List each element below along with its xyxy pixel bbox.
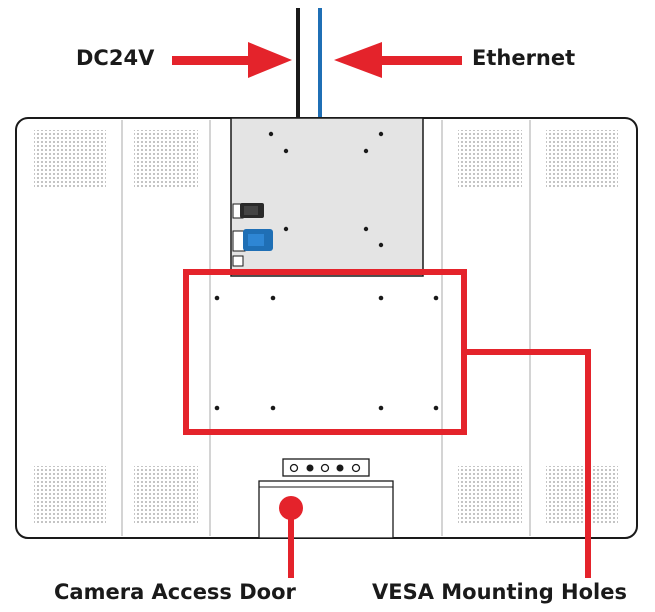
vent-grilles [34, 130, 618, 524]
io-panel-screws [268, 131, 384, 248]
vesa-leader-line [464, 349, 591, 578]
dc-power-arrow [172, 42, 292, 78]
round-button-icon [320, 463, 330, 473]
vesa-mounting-holes [214, 295, 439, 411]
round-button-icon [289, 463, 299, 473]
io-small-port [232, 255, 244, 267]
vesa-mounting-holes-label: VESA Mounting Holes [372, 580, 627, 604]
ethernet-label: Ethernet [472, 46, 576, 70]
panel-dividers [121, 120, 531, 536]
round-button-icon [351, 463, 361, 473]
dc24v-label: DC24V [76, 46, 155, 70]
round-button-icon [336, 464, 344, 472]
dc-power-plug-icon [232, 203, 264, 219]
rj45-plug-icon [232, 229, 273, 252]
round-button-icon [306, 464, 314, 472]
camera-access-door-label: Camera Access Door [54, 580, 296, 604]
ethernet-arrow [334, 42, 462, 78]
control-button-strip [282, 458, 370, 477]
io-panel [230, 117, 424, 277]
camera-callout-dot [279, 496, 303, 520]
